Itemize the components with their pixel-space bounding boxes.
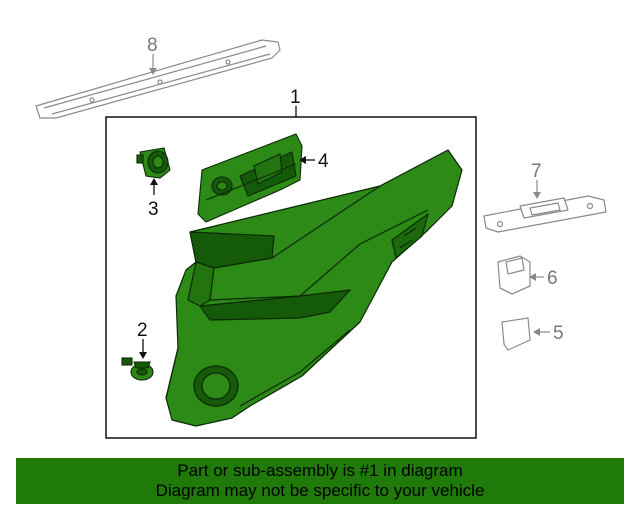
arrow-7	[533, 192, 541, 199]
callout-6: 6	[547, 268, 558, 289]
callout-2: 2	[137, 320, 148, 341]
callout-4: 4	[318, 151, 329, 172]
part-6-switch[interactable]	[497, 255, 531, 295]
part-7-switch-bezel[interactable]	[483, 195, 607, 233]
callout-3: 3	[148, 199, 159, 220]
callout-5: 5	[553, 323, 564, 344]
arrow-3	[150, 178, 158, 185]
callout-1: 1	[290, 87, 301, 108]
callout-7: 7	[531, 161, 542, 182]
part-1-door-trim-panel[interactable]	[165, 149, 463, 427]
arrow-2	[139, 352, 147, 359]
callout-8: 8	[147, 35, 158, 56]
part-2-clip[interactable]	[121, 357, 154, 381]
arrow-6	[529, 273, 536, 281]
banner-line-1: Part or sub-assembly is #1 in diagram	[177, 461, 463, 480]
part-4-handle-bezel[interactable]	[197, 133, 303, 223]
arrow-8	[149, 68, 157, 75]
banner-line-2: Diagram may not be specific to your vehi…	[155, 481, 485, 500]
disclaimer-banner: Part or sub-assembly is #1 in diagram Di…	[16, 458, 624, 504]
part-8-moulding[interactable]	[35, 39, 281, 119]
assembly-frame	[105, 116, 477, 439]
part-5-cover[interactable]	[501, 317, 531, 351]
arrow-4	[299, 156, 306, 164]
part-3-knob[interactable]	[136, 147, 171, 179]
arrow-5	[533, 328, 540, 336]
parts-diagram: 8 1 4 3	[35, 35, 607, 439]
